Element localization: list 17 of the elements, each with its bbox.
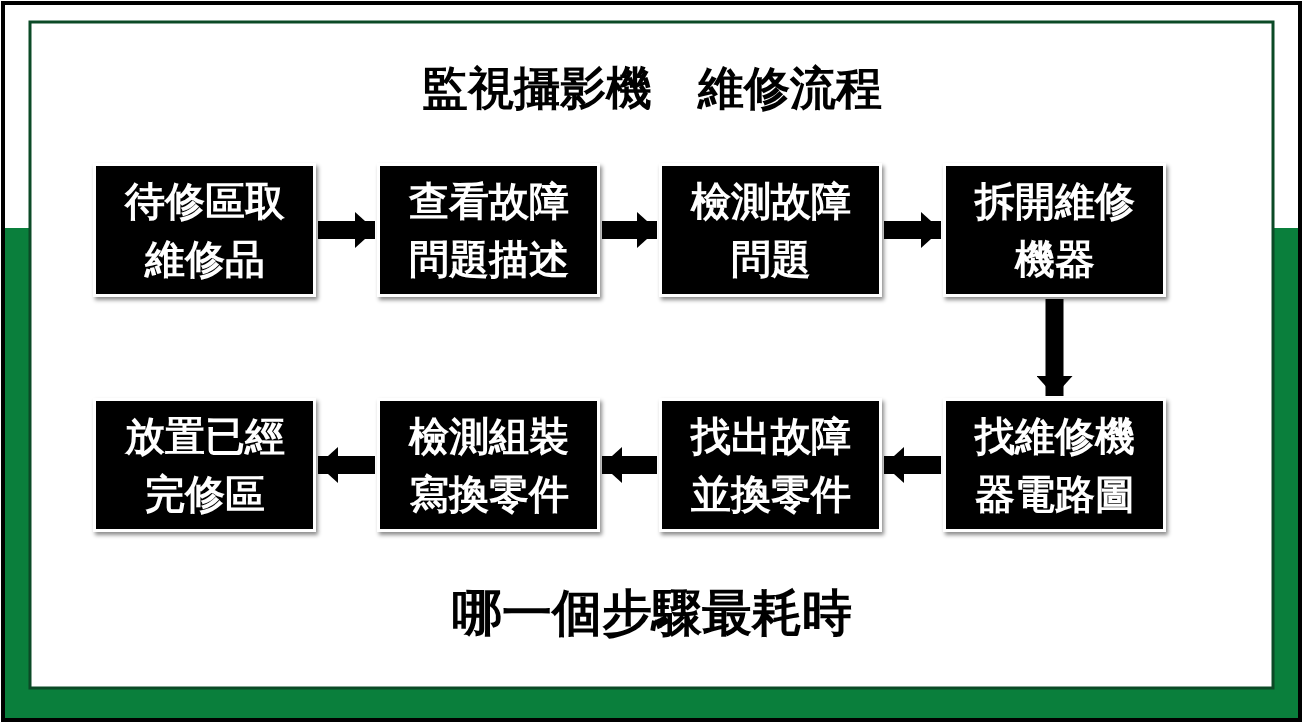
process-box: 找出故障並換零件 bbox=[659, 398, 882, 532]
arrow bbox=[318, 212, 375, 248]
question-text: 哪一個步驟最耗時 bbox=[450, 583, 853, 644]
arrow bbox=[1036, 299, 1073, 396]
process-box: 查看故障問題描述 bbox=[377, 163, 600, 297]
arrow bbox=[318, 447, 375, 483]
arrow bbox=[884, 447, 941, 483]
arrow bbox=[602, 447, 657, 483]
title: 監視攝影機 維修流程 bbox=[420, 60, 883, 117]
process-box: 檢測故障問題 bbox=[659, 163, 882, 297]
arrow bbox=[884, 212, 941, 248]
process-box: 找維修機器電路圖 bbox=[943, 398, 1166, 532]
process-box: 放置已經完修區 bbox=[93, 398, 316, 532]
process-box: 檢測組裝寫換零件 bbox=[377, 398, 600, 532]
process-box: 待修區取維修品 bbox=[93, 163, 316, 297]
arrow bbox=[602, 212, 657, 248]
process-box: 拆開維修機器 bbox=[943, 163, 1166, 297]
